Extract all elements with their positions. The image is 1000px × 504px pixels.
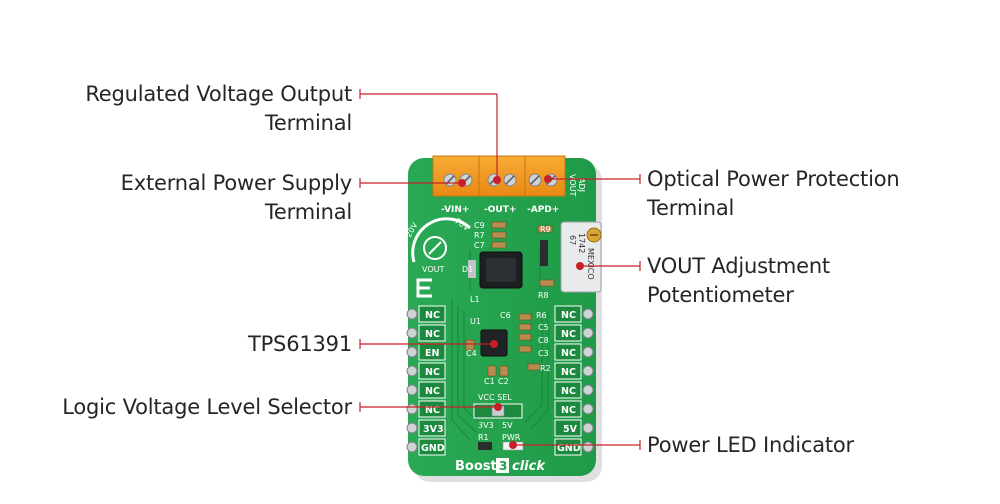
right-pin-7: 5V xyxy=(563,424,578,435)
left-pin-6: NC xyxy=(425,405,440,416)
pot-text-3: MEXICO xyxy=(586,248,595,280)
callout-optical-protection-line1: Optical Power Protection xyxy=(647,167,900,191)
mikroe-logo-icon xyxy=(416,278,432,298)
passive-components xyxy=(465,221,555,377)
label-r6: R6 xyxy=(536,311,547,320)
right-pin-3: NC xyxy=(561,348,576,359)
callout-logic-selector-text: Logic Voltage Level Selector xyxy=(62,395,352,419)
callout-vout-adjustment: VOUT Adjustment Potentiometer xyxy=(647,252,830,310)
callout-optical-protection-line2: Terminal xyxy=(647,196,735,220)
left-pin-7: 3V3 xyxy=(423,424,444,435)
right-pin-2: NC xyxy=(561,329,576,340)
left-pin-4: NC xyxy=(425,367,440,378)
callout-optical-protection: Optical Power Protection Terminal xyxy=(647,165,900,223)
callout-vout-adjustment-line1: VOUT Adjustment xyxy=(647,254,830,278)
callout-tps61391-text: TPS61391 xyxy=(247,332,352,356)
jumper-option-3v3: 3V3 xyxy=(478,421,494,430)
callout-regulated-output-line1: Regulated Voltage Output xyxy=(85,82,352,106)
left-pin-5: NC xyxy=(425,386,440,397)
right-pin-5: NC xyxy=(561,386,576,397)
callout-ticks xyxy=(359,89,641,450)
terminal-label-out: -OUT+ xyxy=(484,205,516,215)
label-c4: C4 xyxy=(466,349,477,358)
callout-regulated-output: Regulated Voltage Output Terminal xyxy=(85,80,352,138)
left-pin-8: GND xyxy=(421,443,445,454)
pcb xyxy=(408,158,596,476)
label-c2: C2 xyxy=(498,377,509,386)
label-c3: C3 xyxy=(538,349,549,358)
label-c8: C8 xyxy=(538,336,549,345)
callout-external-supply-line1: External Power Supply xyxy=(120,171,353,195)
left-pin-3: EN xyxy=(425,348,439,359)
label-r9: R9 xyxy=(540,225,551,234)
label-r8: R8 xyxy=(538,291,549,300)
board-name-suffix: click xyxy=(512,459,546,474)
board-name-badge xyxy=(496,458,509,473)
vout-potentiometer: 67 1742 MEXICO xyxy=(560,221,602,293)
right-pin-4: NC xyxy=(561,367,576,378)
label-c6: C6 xyxy=(500,311,511,320)
label-u1: U1 xyxy=(470,317,481,326)
pot-text-1: 67 xyxy=(568,235,577,245)
label-pwr: PWR xyxy=(502,433,521,442)
callout-power-led-text: Power LED Indicator xyxy=(647,433,854,457)
resistor-r9 xyxy=(540,240,548,266)
callout-lines xyxy=(360,93,640,446)
label-c1: C1 xyxy=(484,377,495,386)
right-pin-header xyxy=(554,305,594,456)
resistor-r1 xyxy=(478,442,492,450)
callout-external-supply-line2: Terminal xyxy=(264,200,352,224)
terminal-blocks xyxy=(432,155,566,197)
jumper-option-5v: 5V xyxy=(502,421,513,430)
right-pin-1: NC xyxy=(561,310,576,321)
board-name-prefix: Boost xyxy=(455,459,497,474)
callout-power-led: Power LED Indicator xyxy=(647,431,854,460)
left-pin-1: NC xyxy=(425,310,440,321)
label-r2: R2 xyxy=(540,364,551,373)
label-c5: C5 xyxy=(538,323,549,332)
label-d1: D1 xyxy=(462,265,473,274)
label-l1: L1 xyxy=(470,295,480,304)
right-pin-6: NC xyxy=(561,405,576,416)
adj-label: ADJ xyxy=(577,178,586,192)
pot-text-2: 1742 xyxy=(577,233,586,253)
label-c7: C7 xyxy=(474,241,485,250)
callout-dots xyxy=(458,175,584,449)
left-pin-header xyxy=(406,305,446,456)
callout-regulated-output-line2: Terminal xyxy=(264,111,352,135)
callout-external-supply: External Power Supply Terminal xyxy=(120,169,353,227)
label-r1: R1 xyxy=(478,433,489,442)
board-name-number: 3 xyxy=(499,459,507,473)
diode-d1 xyxy=(468,260,476,278)
terminal-label-apd: -APD+ xyxy=(527,205,559,215)
vcc-sel-label: VCC SEL xyxy=(478,393,512,402)
terminal-label-vin: -VIN+ xyxy=(441,205,469,215)
callout-logic-selector: Logic Voltage Level Selector xyxy=(62,393,352,422)
dial-label-vout: VOUT xyxy=(422,265,444,274)
vout-label: VOUT xyxy=(568,174,577,196)
label-c9: C9 xyxy=(474,221,485,230)
callout-vout-adjustment-line2: Potentiometer xyxy=(647,283,794,307)
left-pin-2: NC xyxy=(425,329,440,340)
label-r7: R7 xyxy=(474,231,485,240)
right-pin-8: GND xyxy=(557,443,581,454)
callout-tps61391: TPS61391 xyxy=(248,330,352,359)
